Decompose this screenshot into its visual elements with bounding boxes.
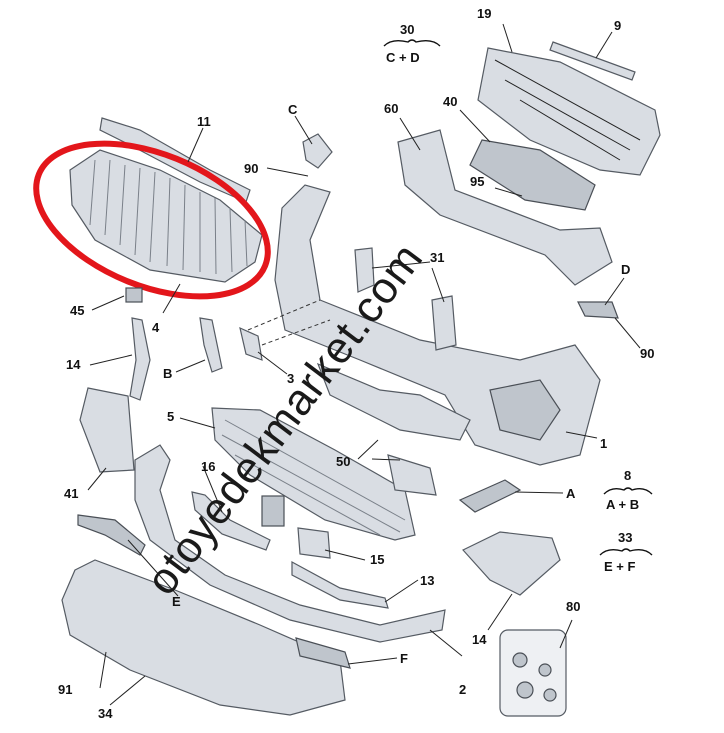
part-31-bracket-right	[431, 295, 457, 351]
callout-80: 80	[566, 599, 580, 614]
alignment-line-1	[247, 299, 321, 331]
part-80-clip-kit	[499, 629, 567, 717]
group-8-brace	[603, 487, 653, 495]
part-16-block	[261, 495, 285, 527]
callout-95: 95	[470, 174, 484, 189]
part-4-grille	[69, 149, 263, 283]
group-30-brace	[383, 39, 441, 47]
callout-90-left: 90	[244, 161, 258, 176]
callout-3: 3	[287, 371, 294, 386]
part-31-bracket-left	[354, 247, 375, 293]
part-14-fog-trim	[462, 531, 561, 596]
callout-91: 91	[58, 682, 72, 697]
callout-A: A	[566, 486, 576, 501]
callout-C: C	[288, 102, 298, 117]
callout-14-right: 14	[472, 632, 487, 647]
part-9-strip	[549, 41, 636, 81]
part-41-deflector	[79, 387, 135, 473]
callout-40: 40	[443, 94, 457, 109]
callout-15: 15	[370, 552, 384, 567]
callout-1: 1	[600, 436, 607, 451]
part-A-reflector	[458, 479, 522, 513]
callout-34: 34	[98, 706, 113, 721]
part-E-strip	[77, 514, 146, 556]
group-8-combo: A + B	[606, 497, 639, 512]
callout-11: 11	[197, 114, 211, 129]
part-C-bracket	[302, 133, 333, 169]
callout-4: 4	[152, 320, 160, 335]
callouts: 11 C 90 60 40 95 19 9 31 D 90 45 4 14 B …	[58, 6, 654, 721]
part-45-clip	[125, 287, 143, 303]
part-50-piece-lower	[387, 454, 437, 496]
part-14-side-trim	[129, 317, 151, 401]
part-5-lower-grille	[211, 407, 416, 541]
highlight-ring	[33, 140, 271, 300]
part-2-lower-lip	[134, 444, 446, 643]
part-3-plate	[239, 326, 263, 361]
group-8: 8 A + B	[603, 468, 653, 512]
callout-45: 45	[70, 303, 84, 318]
callout-31: 31	[430, 250, 444, 265]
group-33-number: 33	[618, 530, 632, 545]
leader-lines	[87, 23, 641, 706]
part-15-pad	[297, 527, 331, 559]
part-34-undertray	[61, 559, 346, 716]
callout-19: 19	[477, 6, 491, 21]
group-8-number: 8	[624, 468, 631, 483]
callout-14-left: 14	[66, 357, 81, 372]
callout-41: 41	[64, 486, 78, 501]
group-33: 33 E + F	[599, 530, 653, 574]
group-30-combo: C + D	[386, 50, 420, 65]
part-B-piece	[199, 317, 223, 373]
callout-2: 2	[459, 682, 466, 697]
group-30: 30 C + D	[383, 22, 441, 65]
part-60-beam	[397, 129, 613, 286]
callout-90-right: 90	[640, 346, 654, 361]
callout-D: D	[621, 262, 630, 277]
group-33-brace	[599, 548, 653, 556]
callout-E: E	[172, 594, 181, 609]
group-33-combo: E + F	[604, 559, 635, 574]
group-30-number: 30	[400, 22, 414, 37]
part-19-support	[477, 47, 661, 176]
callout-B: B	[163, 366, 172, 381]
part-1-bumper	[274, 184, 601, 466]
part-F-strip	[295, 637, 351, 669]
callout-9: 9	[614, 18, 621, 33]
callout-5: 5	[167, 409, 174, 424]
part-50-piece-upper	[316, 362, 471, 441]
part-D-bracket	[577, 301, 619, 319]
callout-60: 60	[384, 101, 398, 116]
part-40-plate	[469, 139, 596, 211]
part-13-lip	[291, 560, 389, 609]
callout-16: 16	[201, 459, 215, 474]
alignment-line-2	[261, 319, 331, 346]
callout-F: F	[400, 651, 408, 666]
part-16-strip	[191, 491, 271, 551]
callout-13: 13	[420, 573, 434, 588]
callout-50: 50	[336, 454, 350, 469]
